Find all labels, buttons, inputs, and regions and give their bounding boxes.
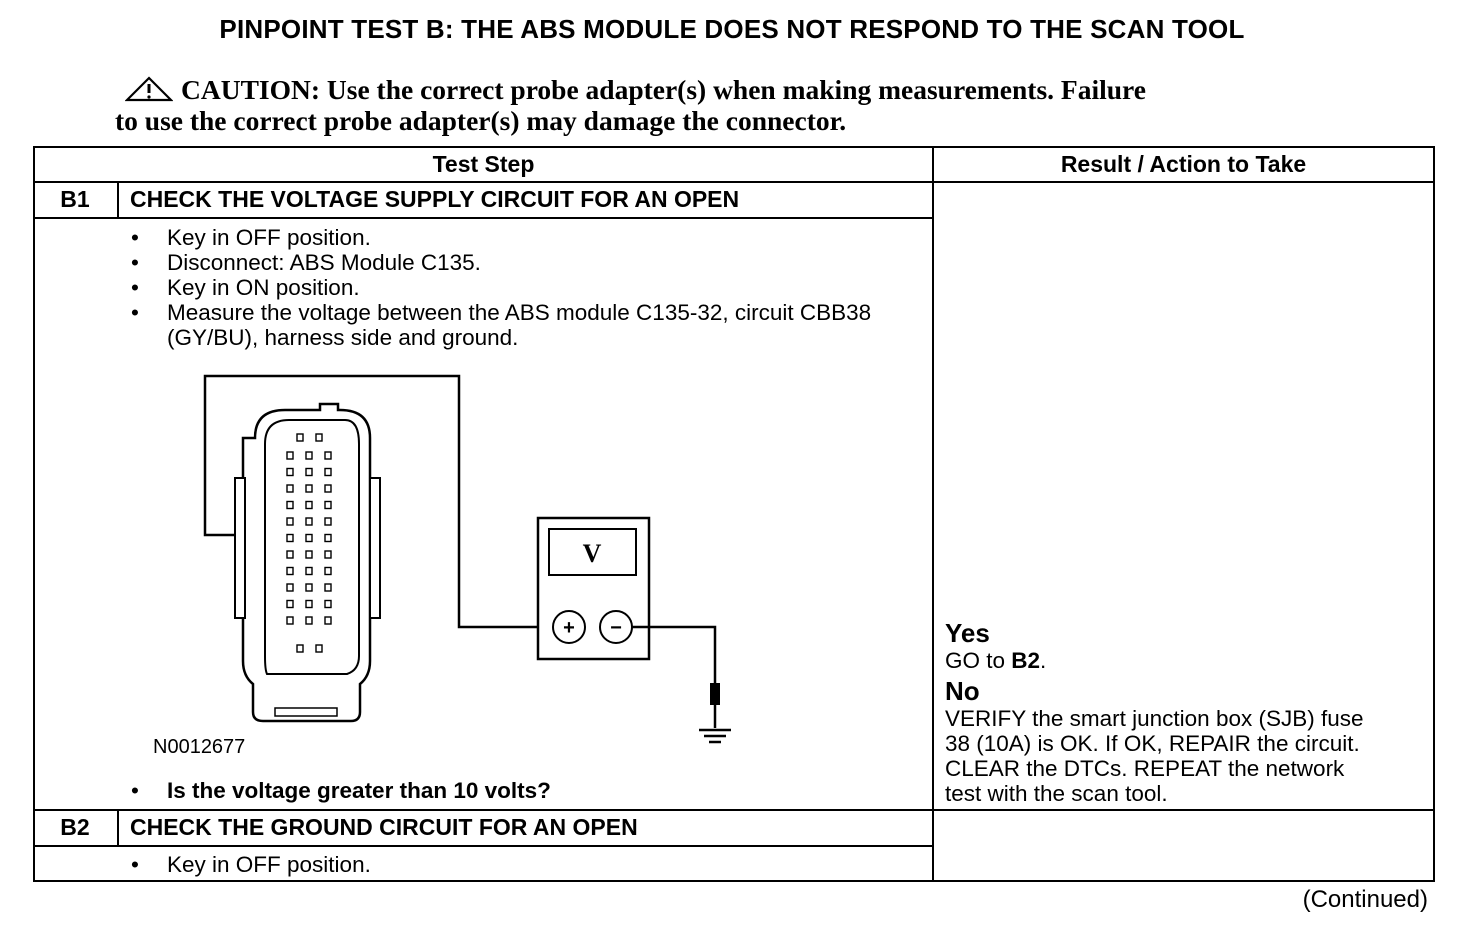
caution-line-1: CAUTION: Use the correct probe adapter(s…	[181, 74, 1146, 105]
caution-note: CAUTION: Use the correct probe adapter(s…	[115, 74, 1315, 136]
plus-terminal-label: +	[563, 617, 575, 639]
connector-pin	[296, 644, 304, 653]
connector-pin	[305, 583, 313, 592]
no-action-line: 38 (10A) is OK. If OK, REPAIR the circui…	[945, 731, 1360, 756]
header-divider	[35, 181, 1433, 183]
connector-c135	[234, 402, 381, 723]
meter-symbol: V	[583, 539, 602, 568]
connector-pin	[286, 467, 294, 477]
list-item: Key in OFF position.	[127, 852, 371, 877]
step-id-b2: B2	[60, 814, 90, 840]
list-item: Key in OFF position.	[127, 225, 887, 250]
b1-result: Yes GO to B2. No VERIFY the smart juncti…	[945, 618, 1435, 806]
connector-pin	[315, 433, 323, 442]
connector-pin	[305, 451, 313, 460]
connector-pin	[324, 517, 332, 526]
no-action-line: CLEAR the DTCs. REPEAT the network	[945, 756, 1345, 781]
minus-terminal-label: −	[610, 617, 622, 639]
list-item: Disconnect: ABS Module C135.	[127, 250, 887, 275]
no-label: No	[945, 676, 980, 706]
column-divider	[932, 148, 934, 880]
yes-action: GO to B2.	[945, 648, 1435, 673]
no-action: VERIFY the smart junction box (SJB) fuse…	[945, 706, 1435, 806]
step-title-b2: CHECK THE GROUND CIRCUIT FOR AN OPEN	[130, 814, 638, 840]
connector-pin	[305, 550, 313, 559]
voltmeter: V + −	[536, 516, 651, 661]
connector-pin	[305, 467, 313, 477]
b1-title-divider	[35, 217, 932, 219]
connector-pin	[305, 484, 313, 493]
connector-pin	[296, 433, 304, 442]
connector-pin	[324, 467, 332, 477]
connector-pin	[286, 583, 294, 592]
connector-pin	[324, 533, 332, 543]
b2-title-divider	[35, 845, 932, 847]
connector-pin	[286, 599, 294, 609]
continued-note: (Continued)	[1302, 886, 1428, 913]
connector-pin	[305, 616, 313, 625]
header-result: Result / Action to Take	[1060, 151, 1307, 177]
pinpoint-test-table: Test Step Result / Action to Take B1 CHE…	[33, 146, 1435, 882]
step-title-b1: CHECK THE VOLTAGE SUPPLY CIRCUIT FOR AN …	[130, 186, 740, 212]
connector-pin	[286, 451, 294, 460]
plus-terminal-icon	[552, 610, 586, 644]
yes-action-text: GO to	[945, 648, 1012, 673]
yes-action-target: B2	[1011, 648, 1041, 673]
connector-pin	[324, 484, 332, 493]
connector-pin	[305, 533, 313, 543]
no-action-line: VERIFY the smart junction box (SJB) fuse	[945, 706, 1364, 731]
page-title: PINPOINT TEST B: THE ABS MODULE DOES NOT…	[219, 14, 1245, 44]
connector-pin	[305, 599, 313, 609]
b2-id-divider	[117, 809, 119, 847]
no-action-line: test with the scan tool.	[945, 781, 1168, 806]
b1-id-divider	[117, 181, 119, 219]
step-id-b1: B1	[60, 186, 90, 212]
list-item: Key in ON position.	[127, 275, 887, 300]
connector-pin	[324, 616, 332, 625]
connector-pin	[305, 500, 313, 510]
connector-pin	[324, 583, 332, 592]
yes-action-end: .	[1040, 648, 1047, 673]
b2-row-divider	[35, 809, 1433, 811]
figure-code: N0012677	[153, 736, 246, 758]
warning-triangle-icon	[124, 74, 181, 105]
b1-instructions: Key in OFF position. Disconnect: ABS Mod…	[127, 225, 887, 350]
ground-icon	[699, 728, 731, 744]
connector-pin	[324, 599, 332, 609]
connector-pin	[286, 550, 294, 559]
yes-label: Yes	[945, 618, 990, 648]
connector-pin	[324, 550, 332, 559]
connector-pin	[324, 566, 332, 576]
list-item: Measure the voltage between the ABS modu…	[127, 300, 887, 350]
wiring-diagram: V + −	[203, 374, 731, 744]
connector-pin	[286, 616, 294, 625]
header-test-step: Test Step	[432, 151, 535, 177]
connector-pin	[324, 500, 332, 510]
connector-pin	[286, 533, 294, 543]
connector-pin	[286, 484, 294, 493]
connector-pin	[305, 517, 313, 526]
connector-pin	[286, 566, 294, 576]
caution-line-2: to use the correct probe adapter(s) may …	[115, 105, 847, 136]
connector-pin	[324, 451, 332, 460]
connector-pin	[286, 517, 294, 526]
b2-instructions: Key in OFF position.	[127, 852, 371, 877]
connector-pin	[286, 500, 294, 510]
b1-question: Is the voltage greater than 10 volts?	[127, 778, 551, 804]
connector-pin	[315, 644, 323, 653]
connector-pin	[305, 566, 313, 576]
